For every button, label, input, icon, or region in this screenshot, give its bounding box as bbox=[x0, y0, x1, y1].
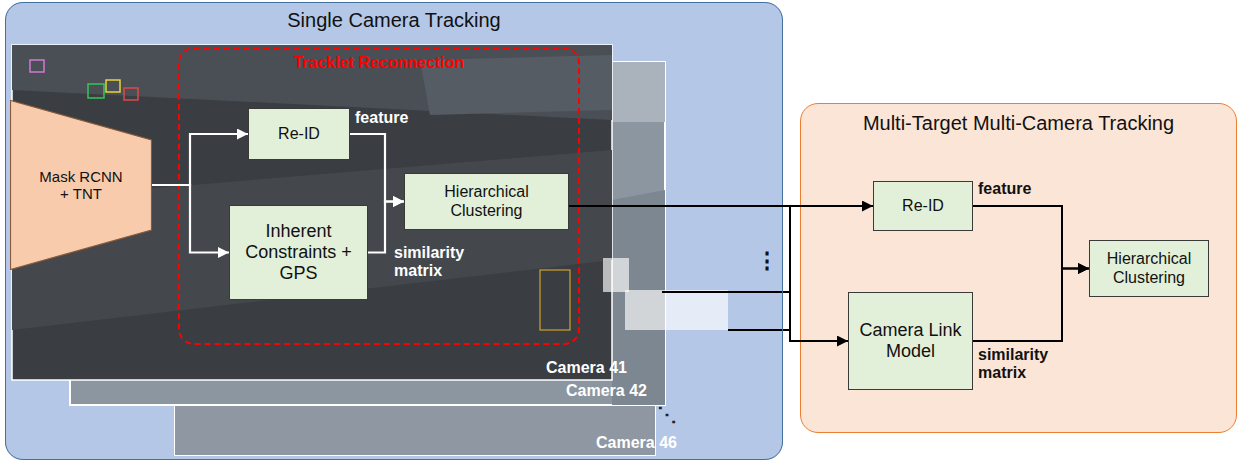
track-box bbox=[540, 270, 570, 330]
camera-wire bbox=[728, 318, 790, 330]
flow-arrow bbox=[569, 206, 848, 341]
box-label: Hierarchical Clustering bbox=[412, 183, 561, 220]
box-label: Re-ID bbox=[902, 197, 944, 215]
track-box bbox=[30, 60, 44, 72]
flow-arrow bbox=[152, 134, 248, 185]
ellipsis-mark: ⋮ bbox=[756, 248, 778, 273]
process-box: Re-ID bbox=[873, 181, 973, 231]
detector-block: Mask RCNN + TNT bbox=[10, 100, 152, 270]
tracking-panel: Mask RCNN + TNT Re-ID Inherent Constraints… bbox=[5, 2, 783, 460]
edge-label: similarity matrix bbox=[978, 346, 1058, 383]
edge-label: feature bbox=[978, 180, 1031, 198]
process-box: Re-ID bbox=[248, 108, 350, 160]
flow-arrow bbox=[350, 134, 404, 202]
box-label: Hierarchical Clustering bbox=[1097, 250, 1201, 287]
region-title: Multi-Target Multi-Camera Tracking bbox=[863, 112, 1174, 135]
edge-label: feature bbox=[355, 109, 408, 127]
camera-label: Camera 46 bbox=[596, 434, 677, 452]
flow-arrow bbox=[973, 206, 1089, 269]
process-box: Hierarchical Clustering bbox=[404, 173, 569, 230]
camera-label: Camera 42 bbox=[566, 382, 647, 400]
edge-label: similarity matrix bbox=[394, 244, 474, 281]
panel-ground bbox=[5, 2, 783, 460]
ellipsis-mark: ⋱ bbox=[657, 403, 677, 426]
region-title: Single Camera Tracking bbox=[287, 9, 500, 32]
flow-arrow bbox=[368, 202, 404, 253]
process-box: Camera Link Model bbox=[848, 292, 973, 390]
box-label: Re-ID bbox=[278, 125, 320, 143]
crop-patch bbox=[625, 290, 728, 330]
dashed-group: Re-ID Inherent Constraints + GPS Hierarchi… bbox=[178, 47, 580, 345]
process-box: Hierarchical Clustering bbox=[1089, 240, 1209, 297]
flow-arrow bbox=[973, 269, 1089, 342]
track-box bbox=[106, 80, 120, 92]
trapezoid-outline bbox=[11, 101, 152, 270]
track-box bbox=[124, 88, 138, 100]
box-label: Camera Link Model bbox=[856, 320, 965, 361]
region-title: Tracklet Reconnection bbox=[294, 54, 465, 72]
crop-patch bbox=[603, 258, 629, 292]
flow-arrow bbox=[152, 185, 229, 253]
process-box: Inherent Constraints + GPS bbox=[229, 205, 368, 300]
box-label: Mask RCNN + TNT bbox=[38, 168, 124, 203]
track-box bbox=[88, 84, 104, 98]
flow-arrow bbox=[569, 205, 873, 207]
photo-sky bbox=[612, 62, 665, 122]
box-label: Inherent Constraints + GPS bbox=[237, 221, 360, 283]
camera-label: Camera 41 bbox=[546, 359, 627, 377]
camera-wire bbox=[662, 291, 790, 293]
tracking-panel: Re-ID Camera Link Model Hierarchical Clust… bbox=[800, 103, 1237, 433]
